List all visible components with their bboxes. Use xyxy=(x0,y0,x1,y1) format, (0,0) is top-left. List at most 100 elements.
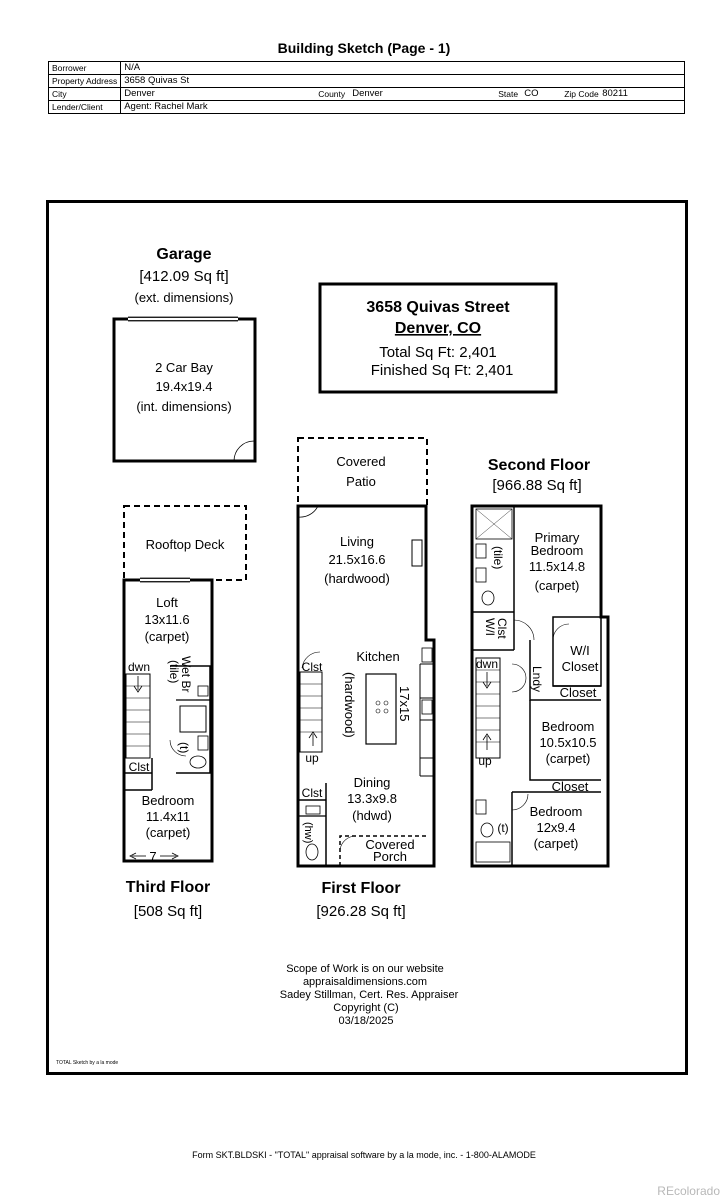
rooftop-deck-outline xyxy=(123,505,247,581)
credits-line-5: 03/18/2025 xyxy=(338,1015,393,1027)
living-dims: 21.5x16.6 xyxy=(328,552,385,567)
summary-box xyxy=(318,282,558,394)
wi-closet-label-2: Closet xyxy=(562,659,599,674)
loft-label: Loft xyxy=(156,595,178,610)
city-value: Denver xyxy=(124,88,155,99)
third-stair xyxy=(125,673,151,759)
lender-value: Agent: Rachel Mark xyxy=(120,100,685,114)
credits-line-4: Copyright (C) xyxy=(333,1002,398,1014)
third-floor-area: [508 Sq ft] xyxy=(134,903,202,920)
covered-patio-outline xyxy=(297,437,428,507)
bedroom2-floor: (carpet) xyxy=(546,751,591,766)
wi-closet-label-1: W/I xyxy=(570,643,590,658)
third-bedroom-floor: (carpet) xyxy=(146,825,191,840)
summary-street: 3658 Quivas Street xyxy=(366,299,510,316)
credits-line-2: appraisaldimensions.com xyxy=(303,976,427,988)
loft-dims: 13x11.6 xyxy=(144,612,189,627)
zip-label: Zip Code xyxy=(564,89,599,99)
sketch-frame xyxy=(46,200,688,1075)
primary-dims: 11.5x14.8 xyxy=(529,559,585,574)
credits-line-3: Sadey Stillman, Cert. Res. Appraiser xyxy=(280,989,459,1001)
third-tile-label: (tile) xyxy=(167,660,181,683)
watermark-logo: REcolorado xyxy=(657,1184,720,1198)
garage-area: [412.09 Sq ft] xyxy=(139,268,228,285)
garage-door-swing xyxy=(233,440,255,462)
first-stair xyxy=(299,671,323,753)
bedroom3-floor: (carpet) xyxy=(534,836,579,851)
second-floor-title: Second Floor xyxy=(488,457,590,474)
third-floor-title: Third Floor xyxy=(126,879,210,896)
dining-dims: 13.3x9.8 xyxy=(347,791,397,806)
first-floor-title: First Floor xyxy=(321,880,400,897)
summary-finished: Finished Sq Ft: 2,401 xyxy=(371,362,514,379)
bedroom3-dims: 12x9.4 xyxy=(536,820,575,835)
property-info-table: Borrower N/A Property Address 3658 Quiva… xyxy=(47,61,685,114)
summary-total: Total Sq Ft: 2,401 xyxy=(379,344,497,361)
bedroom2-dims: 10.5x10.5 xyxy=(539,735,596,750)
third-clst-label: Clst xyxy=(129,760,150,774)
porch-label-1: Covered xyxy=(365,837,414,852)
second-t-label: (t) xyxy=(497,821,508,835)
credits-line-1: Scope of Work is on our website xyxy=(286,963,444,975)
first-floor-outline xyxy=(296,504,436,868)
form-footer: Form SKT.BLDSKI - "TOTAL" appraisal soft… xyxy=(192,1150,536,1160)
primary-label-1: Primary xyxy=(535,530,580,545)
loft-floor: (carpet) xyxy=(145,629,190,644)
third-shower xyxy=(179,705,207,733)
living-label: Living xyxy=(340,534,374,549)
garage-int: (int. dimensions) xyxy=(136,399,231,414)
third-dim-seven: 7 xyxy=(149,849,156,864)
kitchen-floor: (hardwood) xyxy=(342,672,357,738)
primary-label-2: Bedroom xyxy=(531,543,584,558)
third-bedroom-label: Bedroom xyxy=(142,793,195,808)
second-up-label: up xyxy=(478,754,492,768)
first-clst-label-1: Clst xyxy=(302,660,323,674)
primary-shower xyxy=(475,508,513,540)
third-toilet xyxy=(189,755,207,769)
state-value: CO xyxy=(524,88,539,99)
wet-bar-label: Wet Br xyxy=(179,656,193,692)
lender-label: Lender/Client xyxy=(47,100,122,114)
closet-label-1: Closet xyxy=(560,685,597,700)
garage-dims: 19.4x19.4 xyxy=(155,379,212,394)
second-stair xyxy=(475,657,501,759)
second-dwn-label: dwn xyxy=(476,657,498,671)
county-value: Denver xyxy=(352,88,383,99)
dining-floor: (hdwd) xyxy=(352,808,392,823)
garage-bay: 2 Car Bay xyxy=(155,360,213,375)
fireplace xyxy=(411,539,423,567)
hw-label: (hw) xyxy=(302,822,314,843)
second-tile-label: (tile) xyxy=(491,546,505,569)
second-floor-outline xyxy=(470,504,610,868)
bedroom3-label: Bedroom xyxy=(530,804,583,819)
city-row: Denver County Denver State CO Zip Code 8… xyxy=(120,87,685,101)
third-bath-walls xyxy=(170,665,211,774)
garage-title: Garage xyxy=(156,246,211,263)
page-title: Building Sketch (Page - 1) xyxy=(277,40,451,56)
kitchen-dims: 17x15 xyxy=(397,686,412,721)
patio-label-1: Covered xyxy=(336,454,385,469)
dining-label: Dining xyxy=(354,775,391,790)
wi-clst-label-1: W/I xyxy=(483,618,497,636)
summary-city: Denver, CO xyxy=(395,320,481,337)
rooftop-deck-label: Rooftop Deck xyxy=(146,537,225,552)
wi-clst-label-2: Clst xyxy=(495,618,509,639)
porch-label-2: Porch xyxy=(373,849,407,864)
third-dwn-label: dwn xyxy=(128,660,150,674)
third-t-label: (t) xyxy=(177,742,191,753)
software-note: TOTAL Sketch by a la mode xyxy=(56,1060,119,1066)
bedroom2-label: Bedroom xyxy=(542,719,595,734)
patio-label-2: Patio xyxy=(346,474,376,489)
zip-value: 80211 xyxy=(602,88,628,99)
kitchen-island xyxy=(365,673,397,745)
garage-ext: (ext. dimensions) xyxy=(135,290,234,305)
closet-label-2: Closet xyxy=(552,779,589,794)
first-floor-area: [926.28 Sq ft] xyxy=(316,903,405,920)
second-floor-area: [966.88 Sq ft] xyxy=(492,477,581,494)
first-clst-label-2: Clst xyxy=(302,786,323,800)
primary-floor: (carpet) xyxy=(535,578,580,593)
first-toilet xyxy=(305,843,319,861)
third-bedroom-dims: 11.4x11 xyxy=(146,809,190,824)
county-label: County xyxy=(318,89,346,99)
